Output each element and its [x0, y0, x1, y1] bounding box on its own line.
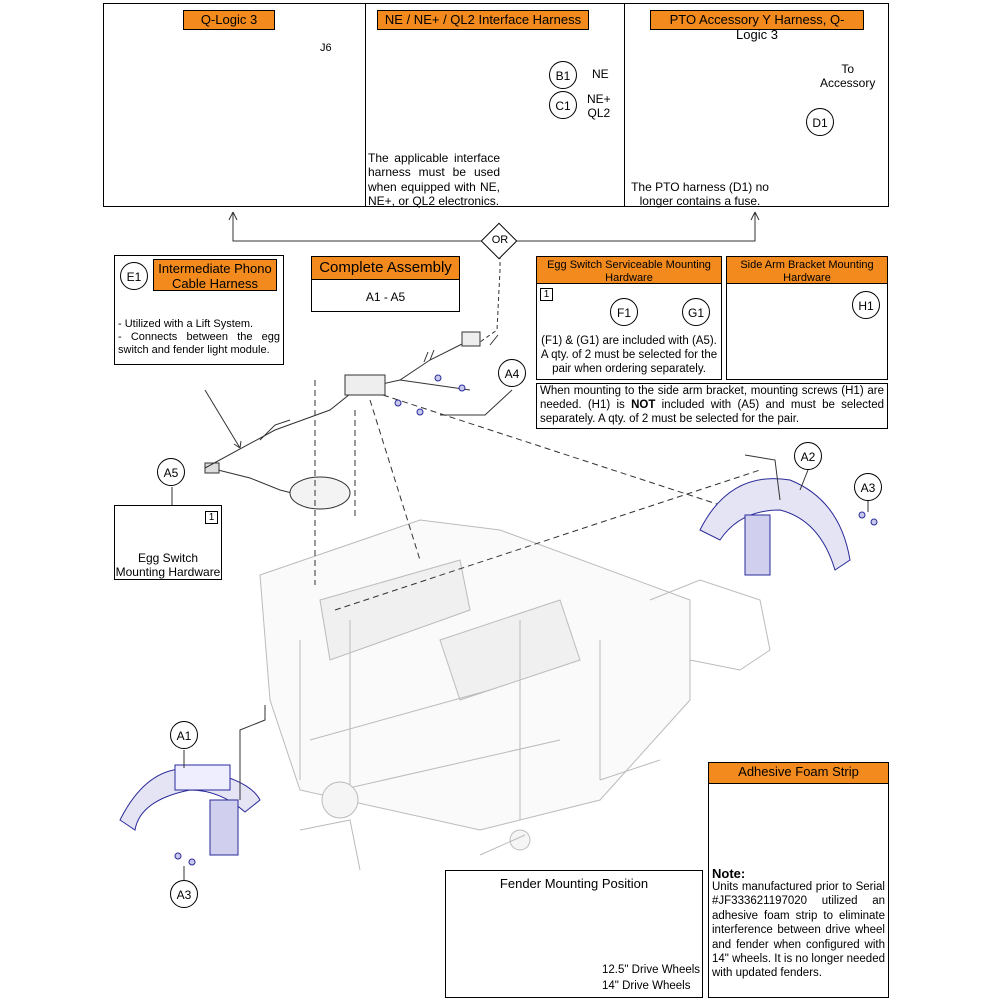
b1-text: NE [592, 67, 609, 81]
callout-c1: C1 [549, 91, 577, 119]
chassis-frame-drawing [259, 519, 771, 871]
foam-strip-box [708, 762, 889, 998]
qlogic3-connector-label: J6 [320, 42, 332, 54]
callout-a2: A2 [794, 442, 822, 470]
egg-switch-qty: 1 [205, 511, 218, 524]
side-arm-note-box [536, 383, 888, 429]
complete-assembly-title: Complete Assembly [311, 256, 460, 280]
egg-switch-label: Egg Switch Mounting Hardware [115, 551, 221, 580]
panel-qlogic3 [103, 3, 366, 207]
panel-ne-harness [365, 3, 625, 207]
phono-bullets: - Utilized with a Lift System. - Connect… [118, 318, 280, 358]
c1-text: NE+ QL2 [587, 92, 611, 121]
pto-note: The PTO harness (D1) no longer contains … [631, 180, 769, 209]
callout-a5: A5 [157, 458, 185, 486]
phono-title: Intermediate Phono Cable Harness [153, 259, 277, 291]
callout-a3-bottom: A3 [170, 880, 198, 908]
callout-h1: H1 [852, 291, 880, 319]
phono-bullet-2: - Connects between the egg switch and fe… [118, 331, 280, 357]
qlogic3-title: Q-Logic 3 [183, 10, 275, 30]
egg-hardware-note: (F1) & (G1) are included with (A5). A qt… [540, 335, 718, 375]
side-arm-note-post: included with (A5) and must be selected … [540, 398, 884, 425]
callout-a1: A1 [170, 721, 198, 749]
callout-e1: E1 [120, 262, 148, 290]
side-arm-note-bold: NOT [631, 398, 656, 411]
callout-a3-top: A3 [854, 473, 882, 501]
to-accessory-label: To Accessory [820, 62, 876, 91]
callout-f1: F1 [610, 298, 638, 326]
complete-assembly-range: A1 - A5 [365, 290, 406, 304]
phono-bullet-1: - Utilized with a Lift System. [118, 318, 254, 330]
callout-a4: A4 [498, 359, 526, 387]
a1-fender-drawing [119, 705, 266, 856]
fender-position-title: Fender Mounting Position [499, 876, 649, 891]
fender-label-14: 14" Drive Wheels [602, 980, 691, 992]
ne-harness-note: The applicable interface harness must be… [368, 151, 500, 209]
egg-hardware-title: Egg Switch Serviceable Mounting Hardware [536, 256, 722, 284]
side-arm-note: When mounting to the side arm bracket, m… [540, 385, 884, 426]
callout-d1: D1 [806, 108, 834, 136]
side-arm-title: Side Arm Bracket Mounting Hardware [726, 256, 888, 284]
callout-g1: G1 [682, 298, 710, 326]
foam-note: Units manufactured prior to Serial #JF33… [712, 881, 885, 980]
panel-pto [624, 3, 889, 207]
egg-switch-box [114, 505, 222, 580]
egg-hardware-qty: 1 [540, 288, 553, 301]
a2-fender-drawing [699, 454, 851, 576]
or-label: OR [491, 234, 509, 246]
side-arm-note-pre: When mounting to the side arm bracket, m… [540, 385, 884, 411]
fender-position-box [445, 870, 703, 998]
pto-title: PTO Accessory Y Harness, Q-Logic 3 [650, 10, 864, 42]
ne-harness-title: NE / NE+ / QL2 Interface Harness [377, 10, 589, 30]
foam-strip-title: Adhesive Foam Strip [708, 762, 889, 784]
fender-label-125: 12.5" Drive Wheels [602, 964, 701, 976]
callout-b1: B1 [549, 61, 577, 89]
foam-note-heading: Note: [712, 866, 746, 881]
